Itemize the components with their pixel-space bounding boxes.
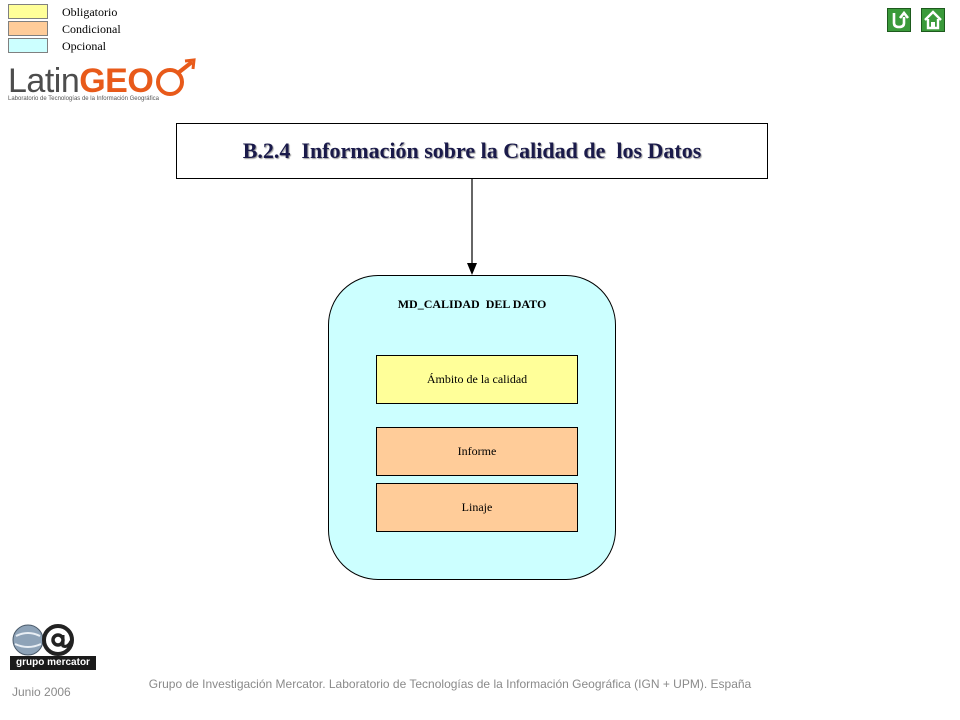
back-button[interactable] [887,8,911,32]
connector-arrow [467,179,477,275]
attribute-informe[interactable]: Informe [376,427,578,476]
class-title: MD_CALIDAD DEL DATO [397,297,547,311]
grupo-mercator-logo: grupo mercator [10,622,100,678]
latingeo-logo: LatinGEO Laboratorio de Tecnologías de l… [6,58,206,110]
latingeo-wordmark: LatinGEO [8,62,154,100]
attribute-linaje[interactable]: Linaje [376,483,578,532]
legend-swatch [8,38,48,53]
diagram-title-box: B.2.4 Información sobre la Calidad de lo… [176,123,768,179]
legend-swatch [8,21,48,36]
legend-swatch [8,4,48,19]
mercator-label: grupo mercator [10,656,96,670]
legend-label: Obligatorio [62,5,118,19]
class-box-md-calidad: MD_CALIDAD DEL DATO Ámbito de la calidad… [328,275,616,580]
legend-item-opcional: Opcional [8,38,168,54]
diagram-title: B.2.4 Información sobre la Calidad de lo… [242,138,702,163]
legend-label: Opcional [62,39,106,53]
footer-text: Grupo de Investigación Mercator. Laborat… [148,677,752,691]
globe-at-icon [12,624,74,656]
attribute-ambito-calidad[interactable]: Ámbito de la calidad [376,355,578,404]
legend-item-condicional: Condicional [8,21,168,37]
latingeo-subtitle: Laboratorio de Tecnologías de la Informa… [8,96,159,102]
back-arrow-icon [892,10,910,29]
home-button[interactable] [921,8,945,32]
home-icon [924,10,942,30]
footer-date: Junio 2006 [12,685,71,699]
latingeo-symbol-icon [156,58,196,96]
legend-label: Condicional [62,22,121,36]
legend-item-obligatorio: Obligatorio [8,4,168,20]
